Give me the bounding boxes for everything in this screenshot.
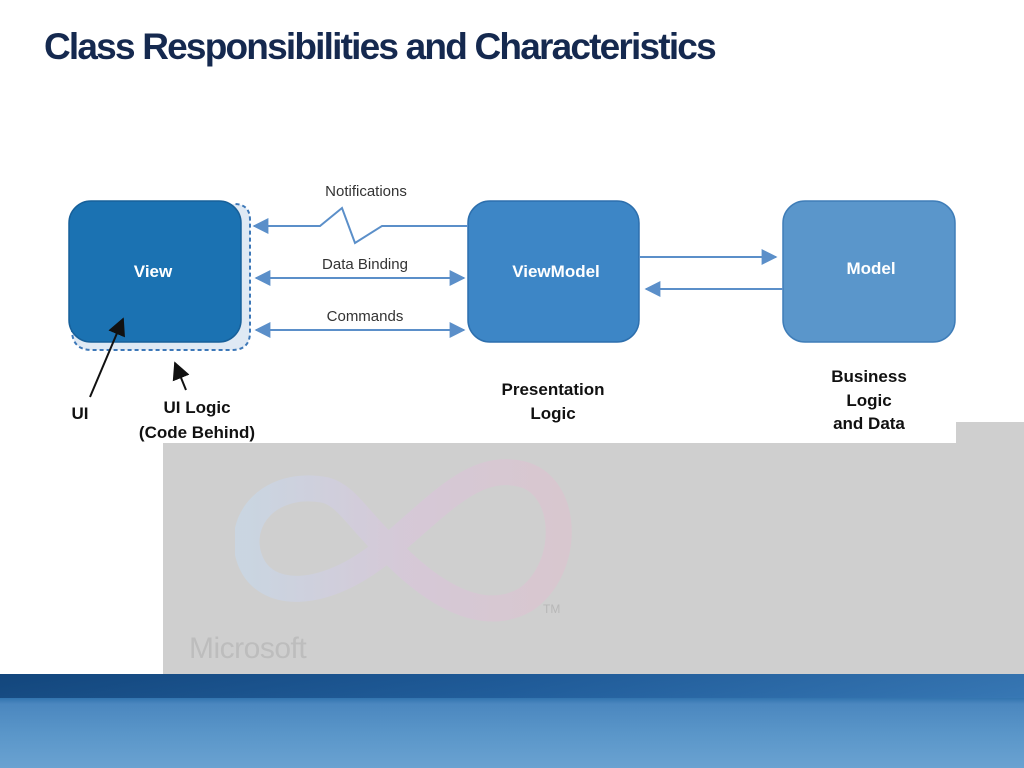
ui-logic-label-line1: UI Logic — [163, 398, 230, 417]
footer-band — [0, 674, 1024, 768]
business-logic-line3: and Data — [833, 414, 905, 433]
slide-title: Class Responsibilities and Characteristi… — [44, 26, 717, 67]
presentation-logic-line1: Presentation — [502, 380, 605, 399]
mvvm-diagram: View ViewModel Model Notifications Data … — [68, 183, 956, 442]
view-box — [68, 200, 242, 343]
ui-logic-pointer-arrow — [172, 361, 190, 391]
watermark-brand: Microsoft — [189, 632, 307, 665]
watermark-tm: TM — [543, 602, 561, 616]
model-box-label: Model — [846, 259, 895, 278]
notifications-label: Notifications — [325, 183, 407, 200]
model-box — [782, 200, 956, 343]
ui-label: UI — [72, 404, 89, 423]
panel-cutout — [163, 422, 956, 443]
presentation-logic-line2: Logic — [530, 404, 575, 423]
watermark: TM Microsoft — [185, 450, 605, 674]
view-box-label: View — [134, 262, 173, 281]
ui-pointer-arrow — [89, 317, 125, 398]
gray-panel — [163, 422, 1024, 674]
ui-logic-label-line2: (Code Behind) — [139, 423, 255, 442]
business-logic-line1: Business — [831, 367, 907, 386]
viewmodel-box — [467, 200, 640, 343]
business-logic-line2: Logic — [846, 391, 891, 410]
data-binding-label: Data Binding — [322, 256, 408, 273]
notifications-arrow — [252, 206, 468, 245]
commands-label: Commands — [327, 308, 404, 325]
infinity-logo-icon — [235, 459, 572, 622]
viewmodel-box-label: ViewModel — [512, 262, 600, 281]
